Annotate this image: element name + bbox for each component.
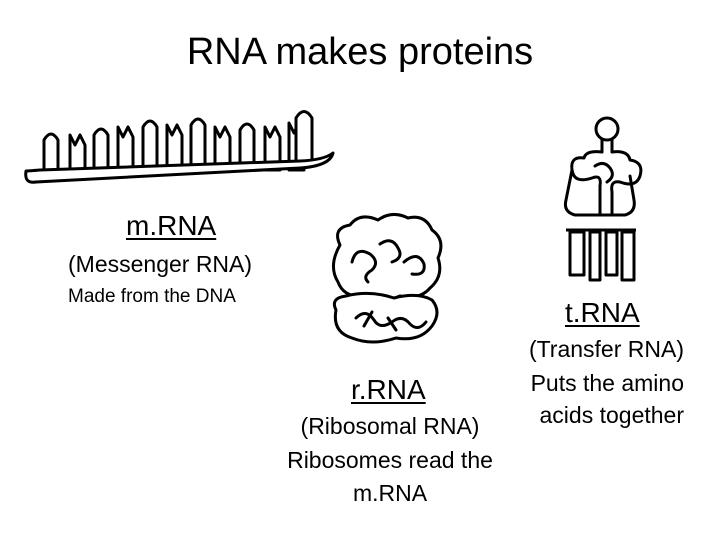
trna-label: t.RNA bbox=[565, 297, 640, 328]
slide-title: RNA makes proteins bbox=[186, 31, 534, 73]
trna-description-line2: acids together bbox=[539, 402, 684, 428]
mrna-full-name: (Messenger RNA) bbox=[68, 251, 253, 277]
rrna-description-line1: Ribosomes read the bbox=[287, 447, 493, 473]
mrna-label: m.RNA bbox=[126, 210, 217, 241]
trna-description-line1: Puts the amino bbox=[530, 370, 684, 396]
rrna-label: r.RNA bbox=[351, 374, 426, 405]
mrna-description: Made from the DNA bbox=[68, 286, 236, 307]
rrna-description-line2: m.RNA bbox=[352, 480, 428, 506]
trna-full-name: (Transfer RNA) bbox=[528, 336, 684, 362]
rrna-full-name: (Ribosomal RNA) bbox=[300, 413, 480, 439]
